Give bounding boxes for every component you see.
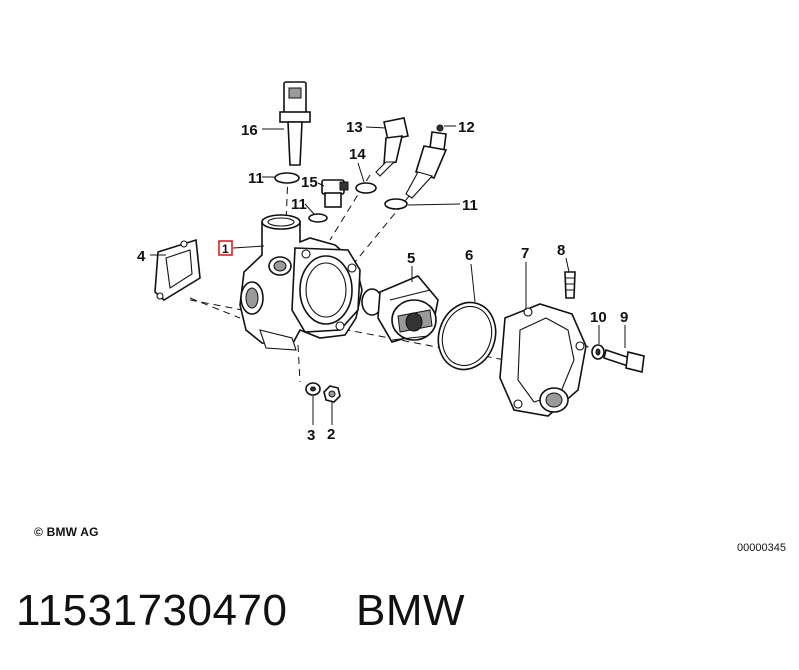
callout-1-highlighted[interactable]: 1 [218,240,233,256]
washer-part-10-hole [595,348,601,356]
assembly-axis-sensor-16 [285,174,289,223]
thermostat-cover-part-7 [499,303,587,417]
assembly-axis-gasket [189,297,241,319]
assembly-axis-stud [297,344,301,383]
callout-8[interactable]: 8 [557,242,565,259]
stud-part-8 [564,271,576,299]
part-number: 11531730470 [16,586,288,635]
leader-11c [407,203,461,206]
leader-6 [470,263,476,303]
callout-11-right[interactable]: 11 [462,197,478,214]
leader-13 [365,126,387,129]
callout-5[interactable]: 5 [407,250,415,267]
callout-12[interactable]: 12 [458,119,475,136]
sender-part-13 [375,117,409,177]
gasket-part-4 [154,238,201,301]
washer-part-3-hole [310,386,316,392]
leader-11b [304,203,315,215]
switch-part-15 [321,179,349,208]
o-ring-part-11-middle [308,213,328,223]
o-ring-part-11-right [384,198,408,210]
thermostat-housing-part-1 [239,214,363,351]
diagram-code: 00000345 [737,542,786,554]
callout-1-highlight-box [218,240,233,256]
o-ring-part-11-upper [274,172,300,184]
leader-15 [317,182,325,187]
brand-name: BMW [356,586,466,635]
callout-13[interactable]: 13 [346,119,363,136]
temperature-sender-part-16 [279,81,311,166]
o-ring-part-6-inner [441,305,493,367]
callout-3[interactable]: 3 [307,427,315,444]
callout-7[interactable]: 7 [521,245,529,262]
callout-6[interactable]: 6 [465,247,473,264]
callout-11-upper[interactable]: 11 [248,170,264,187]
leader-1 [232,245,265,249]
callout-2[interactable]: 2 [327,426,335,443]
callout-4[interactable]: 4 [137,248,146,265]
bolt-part-9 [603,348,645,373]
leader-14 [357,162,365,183]
exploded-parts-diagram: 16 11 15 11 13 14 12 11 4 5 6 7 8 10 9 3… [137,81,645,444]
callout-15[interactable]: 15 [301,174,318,191]
sender-part-12 [405,124,448,199]
callout-9[interactable]: 9 [620,309,628,326]
thermostat-part-5 [361,275,439,343]
seal-part-14 [355,182,377,194]
callout-10[interactable]: 10 [590,309,607,326]
callout-14[interactable]: 14 [349,146,366,163]
leader-8 [565,257,570,273]
callout-11-middle[interactable]: 11 [291,196,307,213]
nut-part-2-hole [328,390,336,398]
callout-16[interactable]: 16 [241,122,258,139]
callout-1[interactable]: 1 [222,242,229,256]
copyright-notice: © BMW AG [34,525,99,539]
